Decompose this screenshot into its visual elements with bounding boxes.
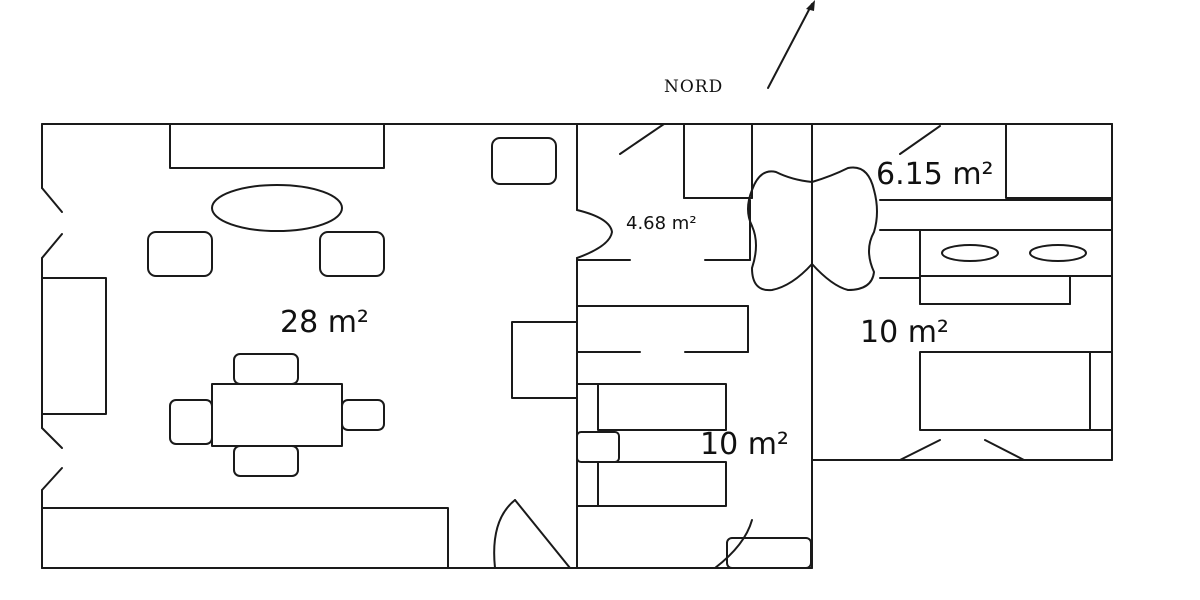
living-room-area-label: 28 m² — [280, 305, 369, 340]
cabinet — [511, 321, 578, 399]
basin-right — [1029, 244, 1087, 262]
middle-bedroom-furniture — [576, 305, 812, 569]
north-arrow: NORD — [664, 0, 815, 97]
chair-top — [233, 353, 299, 385]
chair-bottom — [233, 445, 299, 477]
north-arrow-line — [767, 3, 813, 89]
hall-area-label: 4.68 m² — [626, 213, 697, 234]
east-rooms-furniture — [919, 123, 1113, 431]
north-label: NORD — [664, 77, 723, 97]
bathroom-area-label: 6.15 m² — [876, 157, 994, 192]
shelf — [726, 537, 812, 569]
middle-bedroom-area-label: 10 m² — [700, 427, 789, 462]
basin-left — [941, 244, 999, 262]
armchair-right — [319, 231, 385, 277]
chair-left — [169, 399, 213, 445]
chair-right — [341, 399, 385, 431]
bed-east — [919, 351, 1113, 431]
double-basin — [919, 229, 1113, 277]
bed-lower — [597, 461, 727, 507]
armchair-left — [147, 231, 213, 277]
kitchen-counter — [41, 507, 449, 569]
dining-table — [211, 383, 343, 447]
east-bedroom-area-label: 10 m² — [860, 315, 949, 350]
bed-upper — [597, 383, 727, 431]
interior-walls — [493, 123, 1113, 569]
north-arrow-head — [806, 0, 815, 11]
bathtub — [1005, 123, 1113, 199]
coffee-table — [211, 184, 343, 232]
armchair-corner — [491, 137, 557, 185]
living-room-furniture — [41, 123, 578, 569]
sofa — [41, 277, 107, 415]
curved-passage — [747, 166, 878, 292]
nightstand — [576, 431, 620, 463]
sideboard — [169, 123, 385, 169]
